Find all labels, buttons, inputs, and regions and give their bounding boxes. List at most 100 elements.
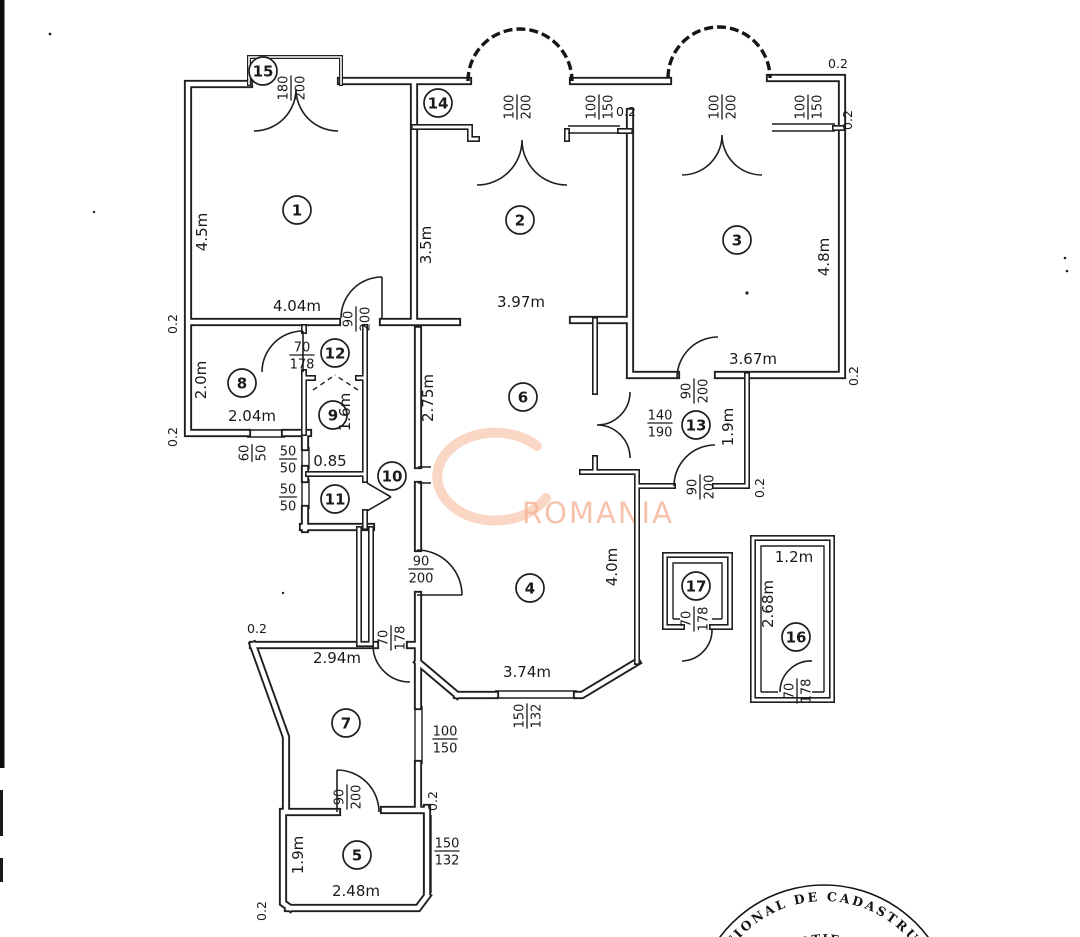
opening-height: 200	[359, 307, 374, 332]
dimension-label: 1.6m	[336, 393, 354, 431]
wall-thickness-label: 0.2	[165, 427, 180, 447]
room-number-circle	[423, 88, 453, 118]
opening-width: 70	[294, 341, 311, 356]
room-label: 14	[423, 88, 453, 118]
opening-height: 132	[530, 704, 545, 729]
room-number-circle	[320, 338, 350, 368]
opening-width: 90	[680, 383, 695, 400]
room-number: 1	[292, 202, 302, 220]
room-label: 11	[320, 484, 350, 514]
room-number: 14	[428, 95, 449, 113]
opening-height: 190	[648, 426, 673, 441]
opening-width: 180	[277, 76, 292, 101]
room-number: 4	[525, 580, 535, 598]
dimension-label: 4.8m	[815, 238, 833, 276]
opening-width: 100	[585, 95, 600, 120]
dimension-label: 3.97m	[497, 293, 545, 311]
room-number: 10	[382, 468, 403, 486]
watermark-swoosh-icon	[432, 427, 551, 526]
opening-height: 178	[290, 358, 315, 373]
opening-height: 150	[811, 95, 826, 120]
opening-width: 100	[503, 95, 518, 120]
opening-width: 90	[333, 789, 348, 806]
opening-width: 140	[648, 409, 673, 424]
opening-width: 150	[435, 837, 460, 852]
watermark: ROMANIA	[432, 427, 672, 530]
room-label: 15	[248, 56, 278, 86]
room-label: 12	[320, 338, 350, 368]
room-label: 3	[722, 225, 752, 255]
dimension-label: 3.67m	[729, 350, 777, 368]
opening-width: 100	[708, 95, 723, 120]
opening-height: 200	[409, 572, 434, 587]
room-label: 4	[515, 573, 545, 603]
room-label: 6	[508, 382, 538, 412]
opening-width: 70	[377, 630, 392, 647]
room-number-circle	[320, 484, 350, 514]
dimension-label: 3.74m	[503, 663, 551, 681]
dimension-label: 1.9m	[719, 408, 737, 446]
opening-width: 50	[280, 445, 297, 460]
room-number: 5	[352, 847, 362, 865]
opening-width: 90	[342, 311, 357, 328]
wall-thickness-label: 0.2	[828, 56, 848, 71]
room-number-circle	[505, 205, 535, 235]
room-number-circle	[722, 225, 752, 255]
room-label: 9	[318, 400, 348, 430]
room-number: 13	[686, 417, 707, 435]
opening-width: 90	[686, 479, 701, 496]
dimension-label: 2.04m	[228, 407, 276, 425]
wall-thickness-label: 0.2	[840, 110, 855, 130]
room-number-circle	[508, 382, 538, 412]
doors	[253, 88, 813, 813]
dimension-label: 2.68m	[759, 580, 777, 628]
dimension-label: 3.5m	[417, 226, 435, 264]
opening-height: 200	[294, 76, 309, 101]
dimension-label: 1.2m	[775, 548, 813, 566]
wall-thickness-label: 0.2	[165, 314, 180, 334]
opening-height: 200	[520, 95, 535, 120]
opening-width: 70	[783, 683, 798, 700]
room-label: 13	[681, 410, 711, 440]
room-number: 16	[786, 629, 807, 647]
scan-artifact-edge	[0, 0, 1069, 882]
windows	[247, 123, 835, 893]
opening-height: 178	[697, 607, 712, 632]
opening-height: 200	[697, 379, 712, 404]
wall-thickness-label: 0.2	[247, 621, 267, 636]
dimension-label: 4.5m	[193, 213, 211, 251]
dimension-label: 2.0m	[192, 361, 210, 399]
opening-width: 90	[413, 555, 430, 570]
opening-height: 200	[350, 785, 365, 810]
room-label: 8	[227, 368, 257, 398]
room-number: 7	[341, 715, 351, 733]
wall-thickness-label: 0.2	[752, 478, 767, 498]
stamp-inner-text: CERTIF	[776, 932, 841, 937]
room-label: 1	[282, 195, 312, 225]
opening-height: 178	[800, 679, 815, 704]
room-number-circle	[227, 368, 257, 398]
room-number: 12	[325, 345, 346, 363]
wall-thickness-label: 0.2	[846, 366, 861, 386]
exterior-walls	[183, 73, 847, 914]
french-door-arcs	[466, 25, 772, 82]
room-number: 6	[518, 389, 528, 407]
opening-width: 150	[513, 704, 528, 729]
room-number-circle	[248, 56, 278, 86]
